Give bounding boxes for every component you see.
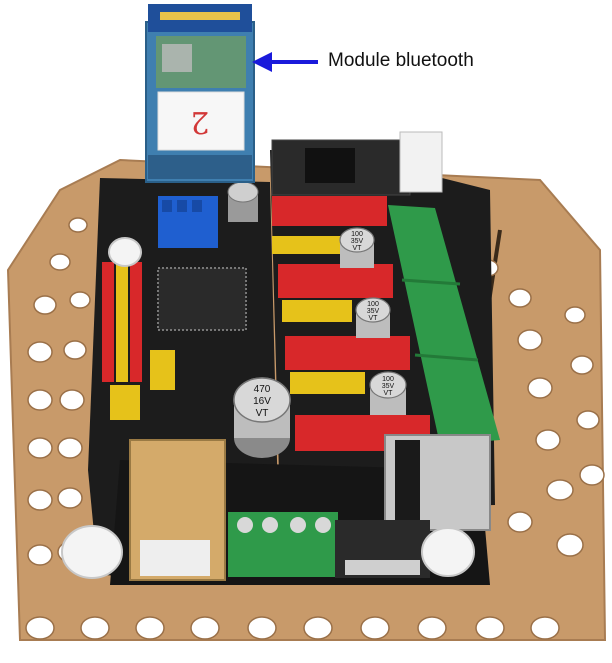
capacitor-100uf-2: 100 35V VT [355, 297, 391, 338]
capacitor-label: 100 [382, 376, 394, 383]
capacitor-100uf-1: 100 35V VT [339, 227, 375, 268]
stepper-driver-module [271, 131, 443, 196]
left-pin-headers [102, 262, 175, 420]
usb-connector [129, 439, 226, 581]
capacitor-label-1: 470 [254, 384, 271, 395]
bluetooth-module-handwritten-mark: 2 [190, 104, 209, 139]
capacitor-label: VT [369, 315, 379, 322]
capacitor-label-2: 16V [253, 396, 271, 407]
green-terminal-blocks [228, 205, 500, 577]
switch-block [335, 520, 430, 578]
callout-arrow [252, 52, 318, 72]
capacitor-label: 100 [351, 231, 363, 238]
power-jack [384, 434, 491, 531]
capacitor-label: VT [353, 245, 363, 252]
module-bluetooth-callout-label: Module bluetooth [328, 50, 474, 71]
capacitor-label: 35V [382, 383, 395, 390]
capacitor-100uf-3: 100 35V VT [369, 371, 407, 415]
capacitor-label: 35V [351, 238, 364, 245]
rubber-feet [61, 237, 475, 579]
capacitor-label: VT [384, 390, 394, 397]
small-capacitor [227, 181, 259, 222]
blue-jumper-block [158, 196, 218, 248]
capacitor-label: 100 [367, 301, 379, 308]
microcontroller-chip [157, 267, 247, 331]
capacitor-470uf: 470 16V VT [233, 377, 291, 458]
bluetooth-module: 2 [145, 4, 255, 183]
capacitor-label-3: VT [256, 408, 269, 419]
capacitor-label: 35V [367, 308, 380, 315]
